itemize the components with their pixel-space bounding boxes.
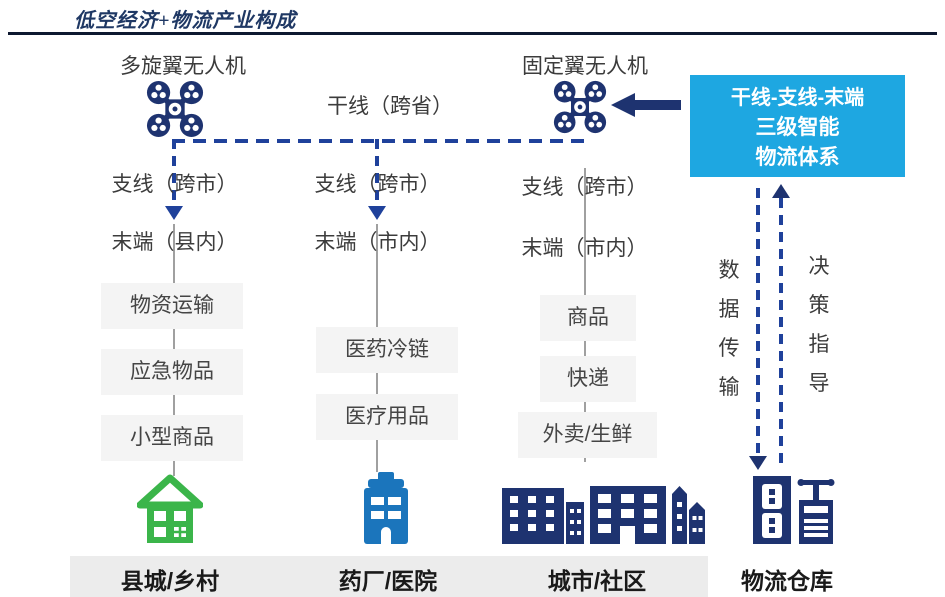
column2-branch-label: 支线（跨市） (314, 173, 441, 196)
column3-item-box: 外卖/生鲜 (518, 412, 657, 458)
column2-item-box: 医疗用品 (316, 394, 458, 440)
multirotor-drone-icon (146, 80, 204, 138)
house-icon (137, 474, 203, 543)
destination-label-city: 城市/社区 (547, 568, 647, 594)
column1-item-box: 物资运输 (101, 283, 243, 329)
destination-label-county: 县城/乡村 (120, 568, 220, 594)
branch-dashed-line-2 (375, 139, 379, 207)
column3-item-box: 快递 (540, 356, 636, 402)
column1-item-box: 应急物品 (101, 349, 243, 395)
system-box-line3: 物流体系 (755, 146, 840, 169)
city-icon (502, 486, 705, 544)
left-arrow-icon (611, 93, 681, 117)
branch-dashed-line-1 (172, 139, 176, 207)
decision-label: 决策指导 (808, 255, 830, 395)
data-transfer-dashed-line (756, 188, 760, 458)
trunk-route-label: 干线（跨省） (327, 95, 453, 118)
column3-item-box: 商品 (540, 295, 636, 341)
page-title: 低空经济+物流产业构成 (74, 10, 297, 32)
column2-item-box: 医药冷链 (316, 327, 458, 373)
column3-terminal-label: 末端（市内） (521, 237, 648, 260)
destination-label-warehouse: 物流仓库 (741, 568, 833, 594)
multirotor-drone-label: 多旋翼无人机 (120, 55, 246, 78)
destination-label-pharma: 药厂/医院 (338, 568, 438, 594)
column1-item-box: 小型商品 (101, 415, 243, 461)
column2-terminal-label: 末端（市内） (314, 231, 441, 254)
column3-branch-label: 支线（跨市） (521, 176, 648, 199)
data-transfer-label: 数据传输 (718, 259, 740, 399)
decision-arrowhead (772, 184, 790, 198)
fixedwing-drone-icon (553, 80, 607, 134)
logistics-system-box: 干线-支线-末端 三级智能 物流体系 (690, 75, 905, 177)
destination-band (70, 556, 708, 597)
system-box-line1: 干线-支线-末端 (730, 87, 865, 109)
branch-arrowhead-2 (368, 206, 386, 220)
branch-arrowhead-1 (165, 206, 183, 220)
warehouse-icon (753, 476, 835, 544)
fixedwing-drone-label: 固定翼无人机 (522, 55, 648, 78)
decision-dashed-line (779, 198, 783, 468)
title-divider (8, 32, 937, 35)
column1-terminal-label: 末端（县内） (111, 231, 238, 254)
system-box-line2: 三级智能 (755, 116, 840, 139)
hospital-icon (364, 472, 408, 544)
column1-branch-label: 支线（跨市） (111, 173, 238, 196)
data-transfer-arrowhead (749, 456, 767, 470)
